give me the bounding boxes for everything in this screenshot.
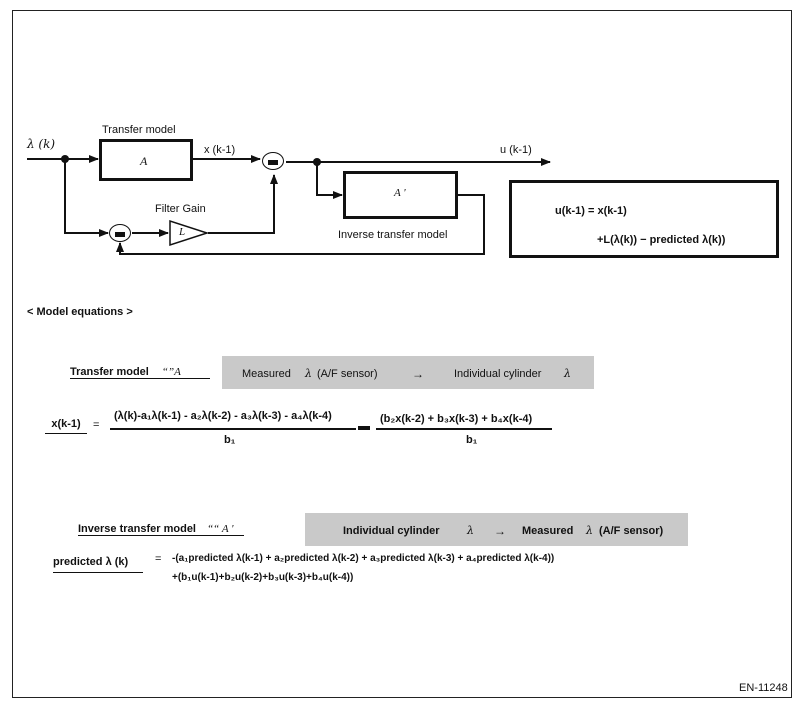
u-equation-line1: u(k-1) = x(k-1) (555, 205, 627, 217)
inverse-individual-text: Individual cylinder (343, 525, 440, 537)
inverse-model-symbol: ““ A ' (207, 523, 234, 535)
transfer-measured-lambda: λ (305, 367, 312, 380)
x-signal-label: x (k-1) (204, 144, 236, 156)
transfer-model-caption: Transfer model (102, 124, 176, 136)
block-A: A (99, 139, 193, 181)
transfer-individual-lambda: λ (564, 367, 571, 380)
inverse-eq-equals: = (155, 553, 162, 565)
model-equations-title: < Model equations > (27, 306, 133, 318)
filter-gain-caption: Filter Gain (155, 203, 206, 215)
inverse-af-sensor-text: (A/F sensor) (599, 525, 664, 537)
transfer-eq-fraction-bar1 (110, 428, 356, 430)
inverse-arrow: → (494, 524, 506, 538)
summing-junction-upper (262, 152, 284, 170)
feedback-arrow (116, 194, 485, 255)
input-lambda-label: λ (k) (27, 137, 56, 151)
u-equation-box: u(k-1) = x(k-1) +L(λ(k)) − predicted λ(k… (509, 180, 779, 258)
input-node-dot (61, 155, 69, 163)
output-to-Aprime-arrow (316, 162, 343, 199)
transfer-arrow: → (412, 367, 424, 381)
inverse-model-caption: Inverse transfer model (338, 229, 448, 241)
transfer-af-sensor-text: (A/F sensor) (317, 368, 378, 380)
inverse-eq-rhs-line1: -(a₁predicted λ(k-1) + a₂predicted λ(k-2… (172, 553, 555, 564)
transfer-eq-denominator1: b₁ (224, 434, 236, 446)
inverse-model-heading-text: Inverse transfer model (78, 523, 196, 535)
L-to-junction-arrow (208, 174, 278, 234)
transfer-eq-denominator2: b₁ (466, 434, 478, 446)
transfer-model-heading-text: Transfer model (70, 366, 149, 378)
inverse-eq-rhs-line2: +(b₁u(k-1)+b₂u(k-2)+b₃u(k-3)+b₄u(k-4)) (172, 572, 354, 583)
figure-frame (12, 10, 792, 698)
transfer-mapping-banner: Measured λ (A/F sensor) → Individual cyl… (222, 356, 594, 389)
block-A-prime: A ' (343, 171, 458, 219)
transfer-eq-fraction-bar2 (376, 428, 552, 430)
u-signal-label: u (k-1) (500, 144, 532, 156)
transfer-model-heading: Transfer model “”A (70, 366, 210, 379)
inverse-eq-lhs: predicted λ (k) (53, 556, 143, 573)
u-equation-line2: +L(λ(k)) − predicted λ(k)) (597, 234, 726, 246)
transfer-eq-lhs: x(k-1) (45, 418, 87, 434)
inverse-mapping-banner: Individual cylinder λ → Measured λ (A/F … (305, 513, 688, 546)
filter-gain-triangle (169, 219, 210, 247)
transfer-eq-equals: = (93, 419, 100, 431)
output-node-dot (313, 158, 321, 166)
transfer-eq-numerator2: (b₂x(k-2) + b₃x(k-3) + b₄x(k-4) (380, 413, 533, 425)
transfer-eq-minus-sign (358, 426, 370, 430)
inverse-individual-lambda: λ (467, 524, 474, 537)
figure-code: EN-11248 (739, 682, 788, 694)
inverse-measured-text: Measured (522, 525, 574, 537)
block-A-prime-label: A ' (394, 187, 406, 199)
inverse-model-heading: Inverse transfer model ““ A ' (78, 523, 244, 536)
transfer-model-symbol: “”A (161, 366, 181, 378)
transfer-eq-numerator1: (λ(k)-a₁λ(k-1) - a₂λ(k-2) - a₃λ(k-3) - a… (114, 410, 332, 422)
summing-junction-lower (109, 224, 131, 242)
filter-gain-L-label: L (179, 226, 186, 238)
transfer-measured-text: Measured (242, 368, 291, 380)
block-A-label: A (140, 154, 148, 168)
transfer-individual-text: Individual cylinder (454, 368, 542, 380)
input-branch-arrow (64, 159, 109, 237)
inverse-measured-lambda: λ (586, 524, 593, 537)
